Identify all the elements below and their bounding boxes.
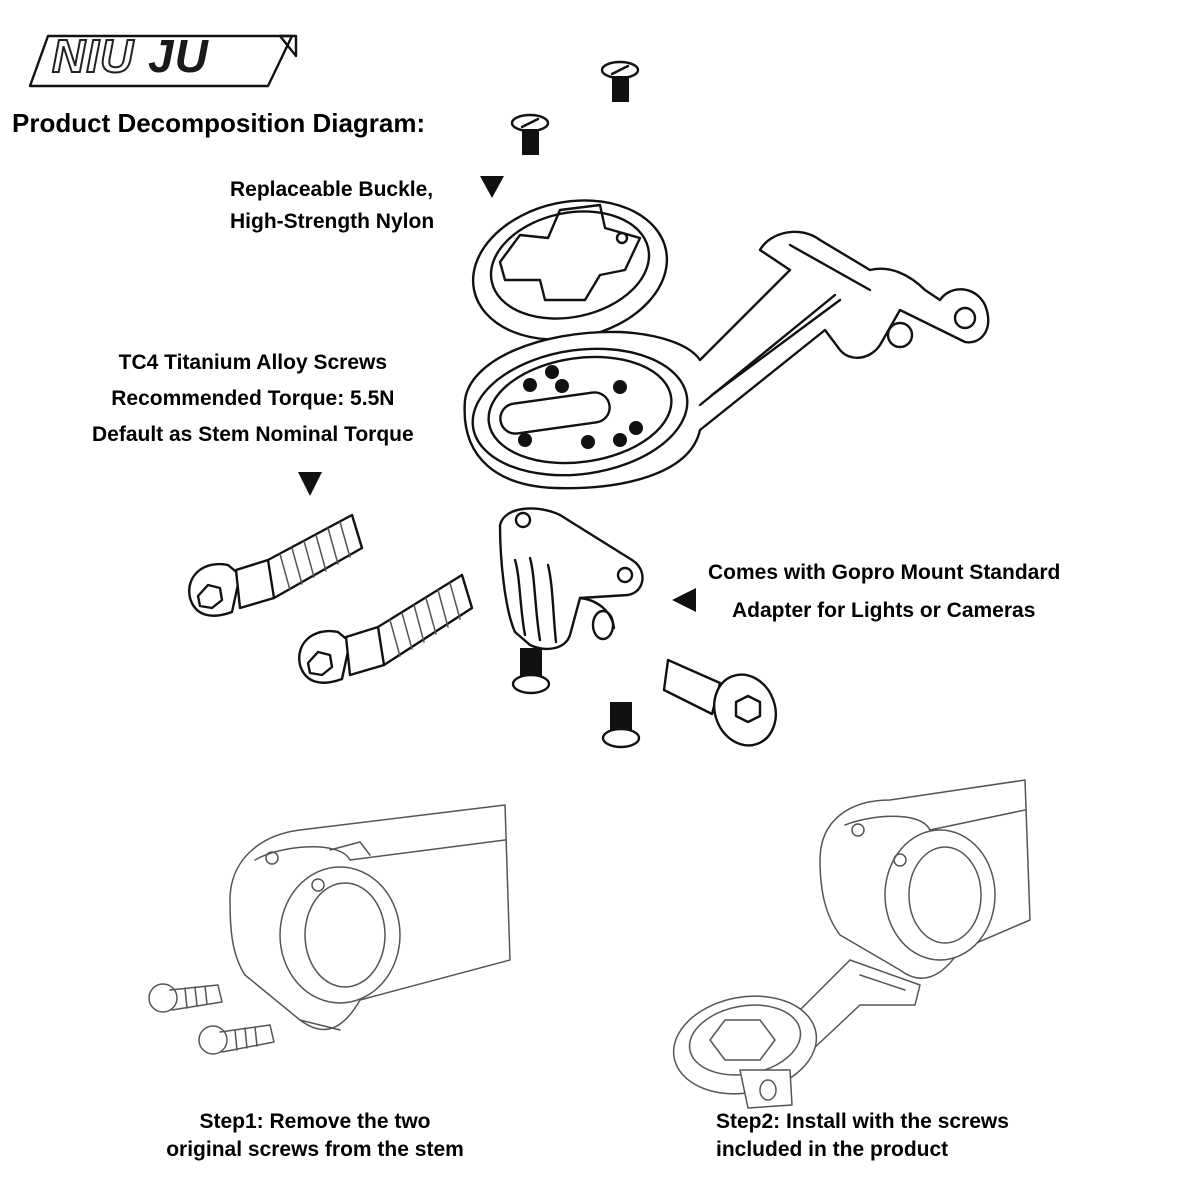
stem-step1 xyxy=(148,804,511,1055)
small-screw-1 xyxy=(511,648,551,695)
logo-badge xyxy=(28,34,298,88)
step2-caption: Step2: Install with the screws included … xyxy=(716,1108,1009,1164)
titanium-screw-1 xyxy=(188,513,364,617)
titanium-screw-2 xyxy=(298,573,474,684)
removed-screw-1 xyxy=(148,983,223,1013)
page-title: Product Decomposition Diagram: xyxy=(12,108,426,138)
logo-text: NIU JU xyxy=(51,29,209,83)
small-screw-2 xyxy=(601,702,641,749)
top-screw-2 xyxy=(510,113,550,155)
screws-label-line-1: TC4 Titanium Alloy Screws xyxy=(118,351,388,374)
mount-arm xyxy=(463,230,990,490)
gopro-label-line-2: Adapter for Lights or Cameras xyxy=(732,599,1036,622)
step1-line-1: Step1: Remove the two xyxy=(199,1110,431,1133)
gopro-adapter xyxy=(498,507,644,651)
screws-label: TC4 Titanium Alloy Screws Recommended To… xyxy=(92,345,414,453)
replaceable-buckle xyxy=(471,199,669,341)
logo-text-niu: NIU xyxy=(51,29,135,83)
left-arrow-icon xyxy=(672,588,696,612)
stem-step2 xyxy=(672,779,1031,1109)
down-arrow-icon xyxy=(298,472,322,496)
gopro-label: Comes with Gopro Mount Standard Adapter … xyxy=(708,554,1060,630)
down-arrow-icon xyxy=(480,176,504,198)
buckle-label-line-1: Replaceable Buckle, xyxy=(230,178,434,201)
gopro-label-line-1: Comes with Gopro Mount Standard xyxy=(708,561,1061,584)
logo-text-ju: JU xyxy=(148,30,209,82)
buckle-label: Replaceable Buckle, High-Strength Nylon xyxy=(230,174,434,238)
short-bolt xyxy=(662,658,777,747)
step2-line-2: included in the product xyxy=(716,1138,949,1161)
buckle-label-line-2: High-Strength Nylon xyxy=(230,210,435,233)
brand-logo: NIU JU xyxy=(30,22,300,90)
step1-line-2: original screws from the stem xyxy=(166,1138,464,1161)
step1-caption: Step1: Remove the two original screws fr… xyxy=(140,1108,490,1164)
removed-screw-2 xyxy=(198,1024,275,1055)
top-screw-1 xyxy=(600,60,640,102)
screws-label-line-3: Default as Stem Nominal Torque xyxy=(92,423,414,446)
step2-line-1: Step2: Install with the screws xyxy=(716,1110,1009,1133)
screws-label-line-2: Recommended Torque: 5.5N xyxy=(111,387,395,410)
